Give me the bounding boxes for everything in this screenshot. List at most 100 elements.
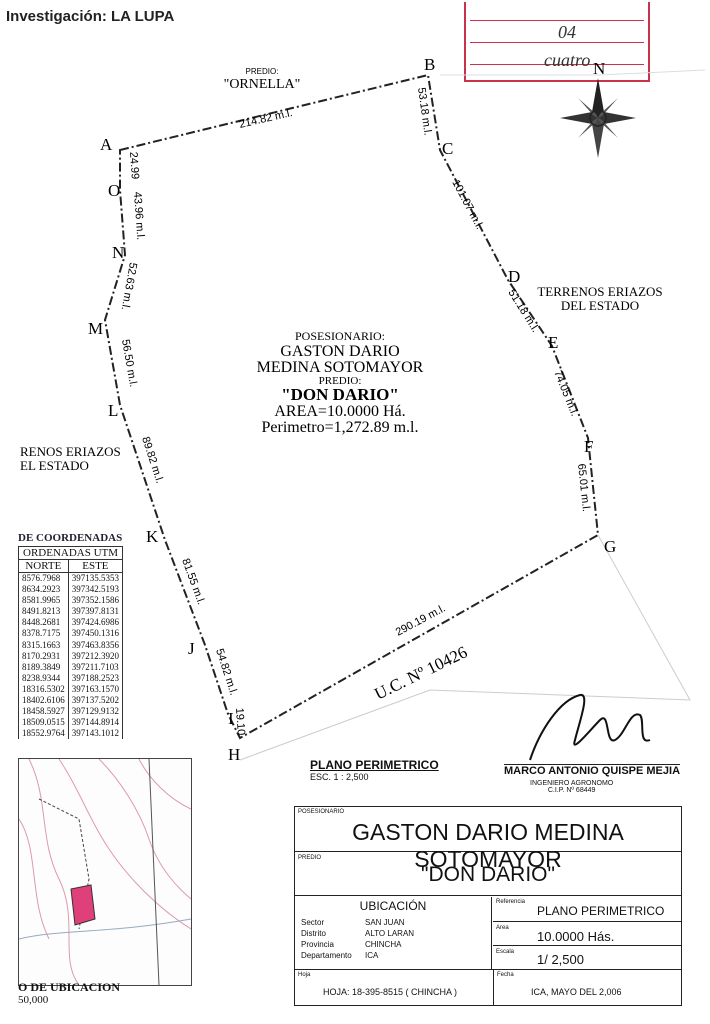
- side-length: 51.18 m.l.: [505, 287, 541, 334]
- center-area: AREA=10.0000 Há.: [274, 403, 405, 420]
- engineer-title: INGENIERO AGRONOMO: [530, 780, 614, 787]
- coordinate-norte: 18402.6106: [18, 695, 69, 707]
- coordinate-este: 397424.6986: [67, 617, 124, 629]
- coordinate-este: 397143.1012: [67, 728, 124, 740]
- point-label: K: [146, 527, 159, 546]
- hoja-value: HOJA: 18-395-8515 ( CHINCHA ): [323, 987, 458, 997]
- point-label: H: [228, 745, 240, 764]
- coordinates-table: DE COORDENADAS ORDENADAS UTM NORTE ESTE …: [17, 532, 124, 740]
- escala-label: Escala: [496, 949, 515, 955]
- side-length: 24.99: [127, 151, 141, 179]
- registry-stamp: 04 cuatro: [464, 2, 650, 82]
- coordinate-norte: 8581.9965: [18, 595, 69, 607]
- coordinate-norte: 8170.2931: [18, 650, 69, 662]
- coordinate-norte: 8378.7175: [18, 628, 69, 640]
- fecha-value: ICA, MAYO DEL 2,006: [531, 987, 622, 997]
- coordinate-este: 397137.5202: [67, 695, 124, 707]
- neighbor-top-name: "ORNELLA": [224, 77, 301, 92]
- escala-value: 1/ 2,500: [537, 952, 584, 967]
- side-length: 43.96 m.l.: [131, 191, 146, 240]
- center-name-2: MEDINA SOTOMAYOR: [257, 359, 424, 376]
- coordinate-norte: 8491.8213: [18, 606, 69, 618]
- point-label: O: [108, 181, 120, 200]
- fecha-label: Fecha: [497, 972, 514, 978]
- predio-label: PREDIO: [298, 855, 322, 861]
- plan-title: PLANO PERIMETRICO: [310, 758, 439, 772]
- neighbor-left-line1: RENOS ERIAZOS: [20, 444, 121, 459]
- posesionario-label: POSESIONARIO: [298, 809, 345, 815]
- coordinate-norte: 18316.5302: [18, 683, 69, 696]
- referencia-label: Referencia: [496, 899, 526, 905]
- coordinate-norte: 18509.0515: [18, 717, 69, 729]
- ubicacion-title: UBICACIÓN: [359, 899, 427, 913]
- document-header: Investigación: LA LUPA: [6, 8, 175, 25]
- coordinate-norte: 8634.2923: [18, 584, 69, 596]
- posesionario-value: GASTON DARIO MEDINA SOTOMAYOR: [352, 819, 624, 872]
- area-value: 10.0000 Hás.: [537, 929, 615, 944]
- signature-scribble: [529, 694, 651, 761]
- referencia-row: Referencia PLANO PERIMETRICO: [493, 897, 681, 922]
- neighbor-right-line2: DEL ESTADO: [561, 298, 639, 313]
- neighbor-right-line1: TERRENOS ERIAZOS: [537, 284, 662, 299]
- coordinate-norte: 18552.9764: [18, 728, 69, 740]
- coordinates-title: DE COORDENADAS: [18, 532, 123, 544]
- engineer-cip: C.I.P. Nº 68449: [547, 787, 596, 794]
- point-label: C: [442, 139, 453, 158]
- escala-row: Escala 1/ 2,500: [493, 947, 681, 969]
- coordinate-norte: 8315.1663: [18, 639, 69, 651]
- point-label: F: [584, 437, 593, 456]
- point-label: M: [88, 319, 103, 338]
- hoja-fecha-row: Hoja Fecha HOJA: 18-395-8515 ( CHINCHA )…: [295, 969, 681, 1006]
- coordinate-este: 397342.5193: [67, 584, 124, 596]
- side-length: 74.05 m.l.: [551, 369, 580, 418]
- location-map: [18, 758, 192, 986]
- referencia-value: PLANO PERIMETRICO: [537, 904, 665, 918]
- provincia-value: CHINCHA: [365, 940, 402, 949]
- perimeter-polygon: [103, 73, 600, 740]
- point-label: I: [228, 709, 234, 728]
- side-length: 89.82 m.l.: [139, 435, 165, 485]
- coordinate-este: 397144.8914: [67, 717, 124, 729]
- north-arrow-icon: [560, 78, 636, 158]
- center-posesionario-label: POSESIONARIO:: [295, 329, 385, 343]
- neighbor-left-line2: EL ESTADO: [20, 458, 89, 473]
- side-length: 19.10: [233, 707, 247, 735]
- center-perimeter: Perimetro=1,272.89 m.l.: [261, 419, 418, 436]
- coordinate-este: 397463.8356: [67, 639, 124, 651]
- predio-value: "DON DARIO": [421, 863, 555, 886]
- plan-scale: ESC. 1 : 2,500: [310, 772, 369, 782]
- coordinate-este: 397450.1316: [67, 628, 124, 640]
- coordinate-este: 397212.3920: [67, 650, 124, 662]
- point-label: G: [604, 537, 616, 556]
- area-row: Area 10.0000 Hás.: [493, 923, 681, 946]
- coordinate-este: 397135.5353: [67, 572, 124, 585]
- point-label: A: [100, 135, 113, 154]
- coordinate-este: 397163.1570: [67, 683, 124, 696]
- sector-value: SAN JUAN: [365, 918, 405, 927]
- departamento-label: Departamento: [301, 951, 352, 960]
- area-label: Area: [496, 925, 509, 931]
- coordinate-este: 397129.9132: [67, 706, 124, 718]
- col-este: ESTE: [67, 559, 124, 573]
- coordinate-este: 397188.2523: [67, 672, 124, 684]
- coordinates-subtitle: ORDENADAS UTM: [17, 546, 124, 560]
- coordinate-norte: 8576.7968: [18, 572, 69, 585]
- location-map-scale: 50,000: [18, 994, 49, 1006]
- point-label: N: [112, 243, 124, 262]
- side-length: 56.50 m.l.: [119, 338, 139, 388]
- point-label: L: [108, 401, 118, 420]
- point-label: E: [548, 333, 558, 352]
- uc-label: U.C. Nº 10426: [371, 642, 470, 703]
